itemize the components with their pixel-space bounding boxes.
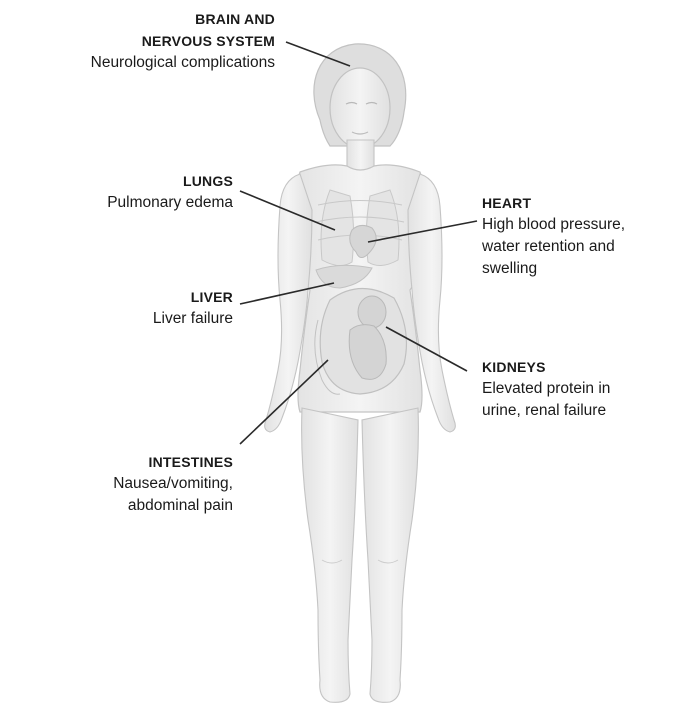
liver-title: LIVER bbox=[153, 286, 233, 308]
kidneys-title: KIDNEYS bbox=[482, 356, 610, 378]
head-shape bbox=[330, 68, 390, 148]
brain-title-line1: BRAIN AND bbox=[91, 8, 275, 30]
neck-shape bbox=[347, 140, 374, 172]
heart-description: High blood pressure, water retention and… bbox=[482, 214, 625, 280]
kidneys-callout: KIDNEYS Elevated protein in urine, renal… bbox=[482, 356, 610, 422]
brain-title-line2: NERVOUS SYSTEM bbox=[91, 30, 275, 52]
heart-callout: HEART High blood pressure, water retenti… bbox=[482, 192, 625, 280]
brain-callout: BRAIN AND NERVOUS SYSTEM Neurological co… bbox=[91, 8, 275, 74]
kidneys-description: Elevated protein in urine, renal failure bbox=[482, 378, 610, 422]
right-leg-shape bbox=[362, 408, 418, 702]
intestines-description: Nausea/vomiting, abdominal pain bbox=[113, 473, 233, 517]
lungs-title: LUNGS bbox=[107, 170, 233, 192]
liver-callout: LIVER Liver failure bbox=[153, 286, 233, 330]
lungs-callout: LUNGS Pulmonary edema bbox=[107, 170, 233, 214]
heart-title: HEART bbox=[482, 192, 625, 214]
left-leg-shape bbox=[302, 408, 358, 702]
intestines-callout: INTESTINES Nausea/vomiting, abdominal pa… bbox=[113, 451, 233, 517]
brain-description: Neurological complications bbox=[91, 52, 275, 74]
lungs-description: Pulmonary edema bbox=[107, 192, 233, 214]
intestines-title: INTESTINES bbox=[113, 451, 233, 473]
liver-description: Liver failure bbox=[153, 308, 233, 330]
